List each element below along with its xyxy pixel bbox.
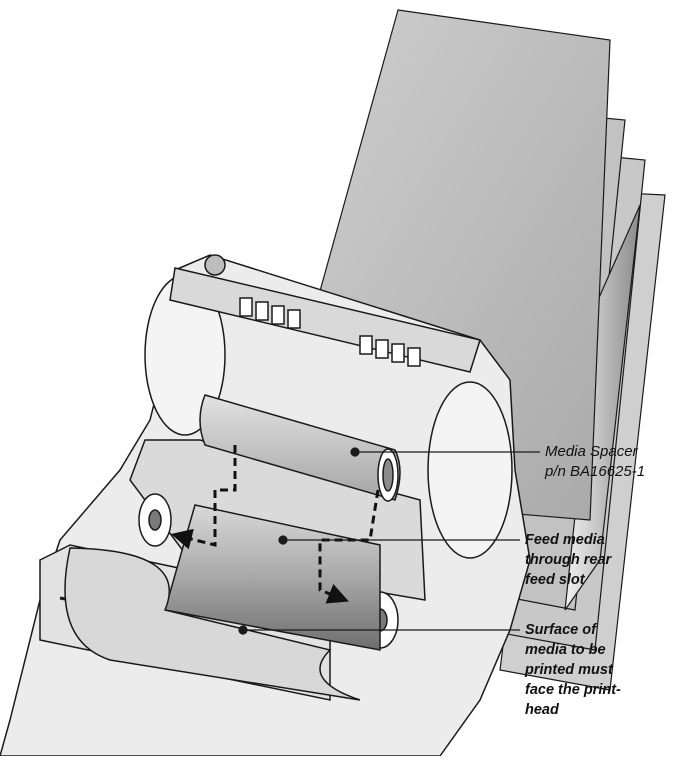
left-feed-arrow <box>170 445 237 550</box>
callout-line: printed must <box>525 662 613 678</box>
callout-line: Media Spacer <box>545 443 638 460</box>
callout-leaders <box>238 447 540 635</box>
callout-line: p/n BA16625-1 <box>545 463 646 480</box>
callout-line: Surface of <box>525 622 596 638</box>
callout-feed-media: Feed media through rear feed slot <box>525 530 611 590</box>
callout-line: feed slot <box>525 572 585 588</box>
callout-line: through rear <box>525 552 612 568</box>
fanfold-media-stack <box>304 9 666 691</box>
media-paper-surface <box>64 547 361 701</box>
callout-surface: Surface of media to be printed must face… <box>525 620 621 720</box>
right-media-cup <box>427 381 513 559</box>
platen-gear-icon <box>204 254 226 276</box>
callout-line: Feed media <box>525 532 605 548</box>
right-feed-arrow <box>318 489 380 604</box>
callout-line: media to be <box>525 642 606 658</box>
platen-teeth <box>239 297 421 367</box>
callout-line: head <box>525 702 559 718</box>
feed-path <box>170 445 380 604</box>
media-spacer <box>199 394 401 502</box>
callout-media-spacer: Media Spacer p/n BA16625-1 <box>545 442 645 482</box>
callout-line: face the print- <box>525 682 621 698</box>
